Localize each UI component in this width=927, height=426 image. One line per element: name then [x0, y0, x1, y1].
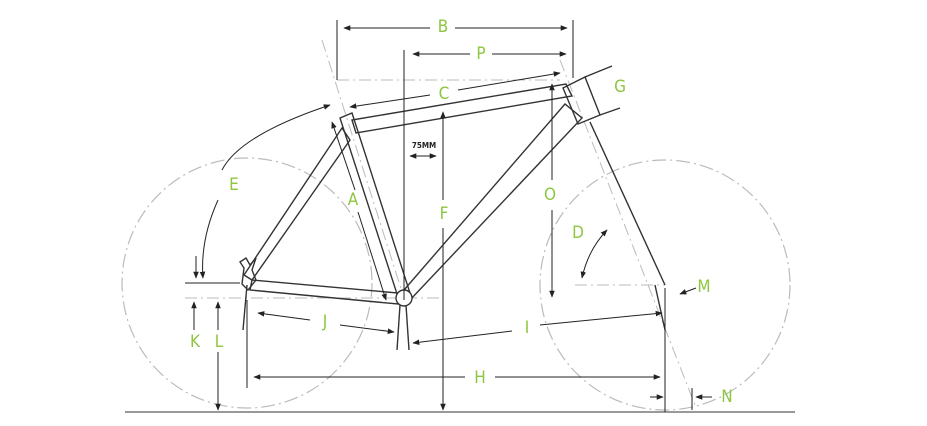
bike-frame — [239, 65, 666, 351]
label-i: I — [525, 318, 530, 338]
label-h: H — [474, 368, 486, 388]
label-b: B — [438, 17, 449, 37]
dimension-lines — [185, 20, 712, 412]
label-j: J — [322, 312, 328, 332]
label-75mm: 75MM — [412, 141, 436, 150]
label-m: M — [697, 277, 710, 297]
top-tube — [351, 83, 574, 134]
rear-dropout — [239, 257, 257, 292]
label-p: P — [476, 44, 485, 64]
label-a: A — [348, 190, 359, 210]
chain-stay — [249, 279, 399, 305]
fork — [589, 121, 666, 286]
label-c: C — [439, 84, 450, 104]
label-f: F — [440, 204, 449, 224]
label-d: D — [572, 223, 584, 243]
label-l: L — [215, 332, 224, 352]
seat-stay — [243, 126, 351, 281]
label-n: N — [721, 387, 732, 407]
steering-axis — [559, 59, 696, 406]
label-o: O — [544, 185, 556, 205]
label-e: E — [229, 175, 239, 195]
rear-wheel-outline — [121, 157, 373, 409]
label-k: K — [190, 332, 201, 352]
seat-tube-axis — [321, 39, 405, 299]
label-g: G — [614, 77, 626, 97]
